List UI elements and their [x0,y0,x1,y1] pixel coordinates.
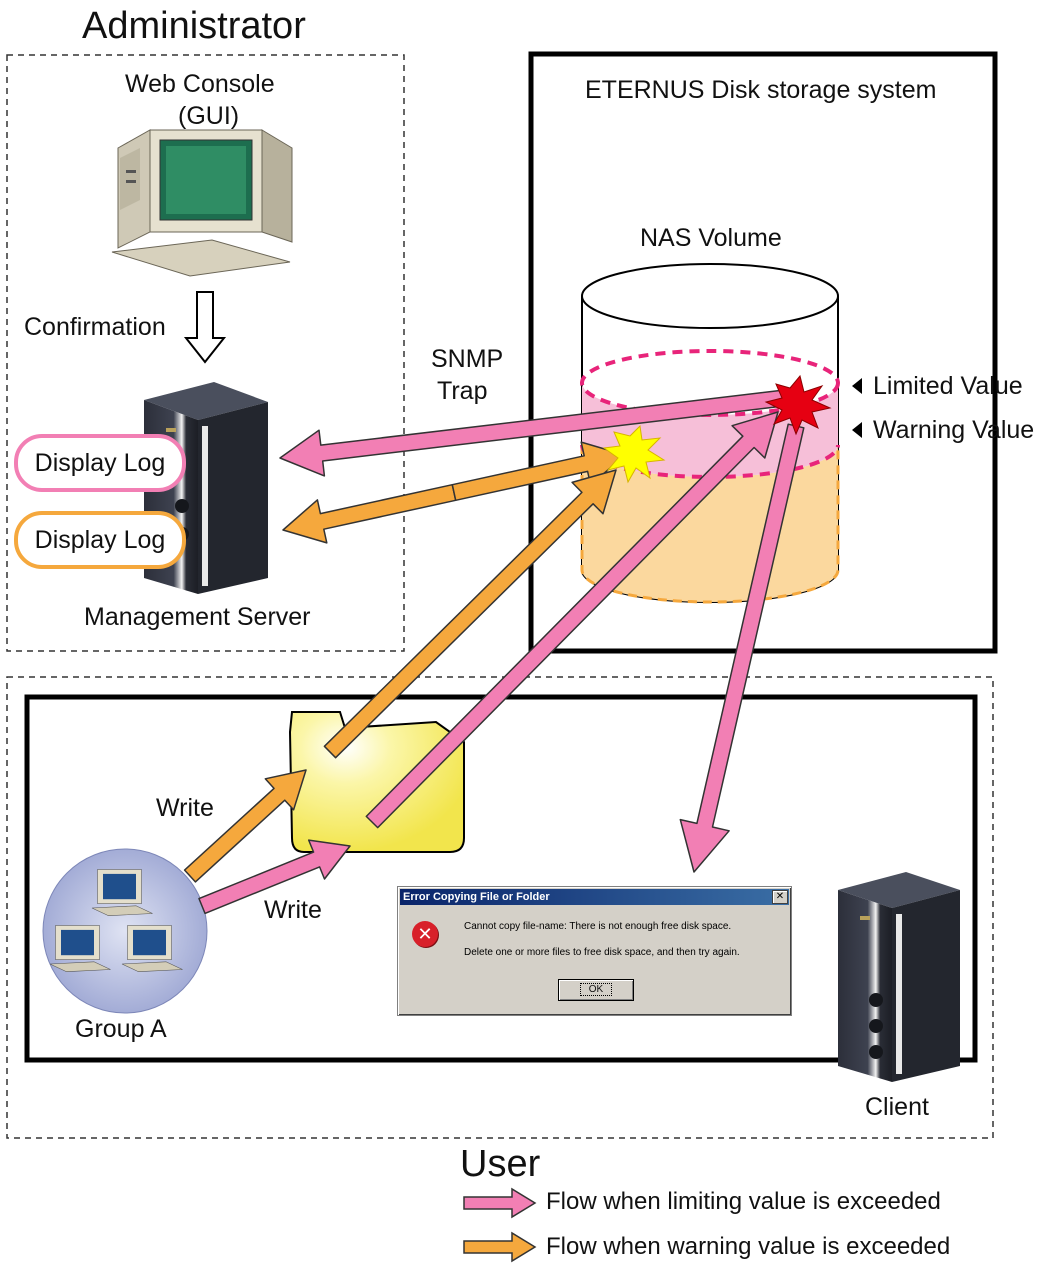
snmp-limit-arrow [279,389,786,477]
trap-label: Trap [437,377,488,405]
write-warning-label: Write [156,794,214,822]
snmp-warning-arrow-a [282,483,457,544]
ok-button-label: OK [579,983,613,996]
confirmation-arrow [183,291,227,364]
limit-burst-icon [764,374,832,436]
shared-folder-icon [288,711,465,853]
ok-button[interactable]: OK [558,979,634,1001]
legend-warning-arrow-icon [463,1231,537,1263]
write-warning-arrow [183,769,307,883]
display-log-limit-pill: Display Log [14,434,186,492]
user-region [6,676,994,1139]
administrator-title: Administrator [82,5,306,47]
close-icon[interactable]: ✕ [772,890,788,904]
storage-title: ETERNUS Disk storage system [585,76,937,104]
web-console-computer-icon [111,129,293,277]
confirmation-label: Confirmation [24,313,166,341]
warning-value-label: Warning Value [873,416,1035,444]
storage-box [528,51,998,654]
nas-volume-label: NAS Volume [640,224,782,252]
write-limit-label: Write [264,896,322,924]
dialog-message-2: Delete one or more files to free disk sp… [464,947,740,958]
legend-limit-arrow-icon [463,1187,537,1219]
client-label: Client [865,1093,929,1121]
limit-to-client-arrow [679,423,805,873]
write-limit-arrow [198,839,351,915]
client-server-icon [838,872,960,1082]
limited-value-marker [852,378,862,394]
error-icon: ✕ [412,921,438,947]
web-console-label: Web Console [125,70,275,98]
limited-value-label: Limited Value [873,372,1023,400]
warning-value-marker [852,422,862,438]
error-dialog: Error Copying File or Folder ✕ ✕ Cannot … [397,886,792,1016]
display-log-limit-label: Display Log [34,448,166,477]
legend-limit-label: Flow when limiting value is exceeded [546,1188,941,1215]
flow-arrows [183,389,805,915]
group-a-label: Group A [75,1015,167,1043]
legend-warning-label: Flow when warning value is exceeded [546,1233,951,1260]
dialog-message-1: Cannot copy file-name: There is not enou… [464,921,732,932]
dialog-title-bar: Error Copying File or Folder [400,889,789,905]
web-console-sublabel: (GUI) [178,102,240,130]
user-title: User [460,1143,541,1185]
warning-burst-icon [602,424,666,484]
display-log-warning-label: Display Log [34,525,166,554]
display-log-warning-pill: Display Log [14,511,186,569]
folder-to-storage-limit-arrow [365,411,779,829]
administrator-region [6,54,405,652]
snmp-warning-arrow-b [451,441,626,502]
snmp-label: SNMP [431,345,504,373]
group-a-icon [42,848,208,1014]
folder-to-storage-warning-arrow [323,469,617,759]
management-server-label: Management Server [84,603,311,631]
